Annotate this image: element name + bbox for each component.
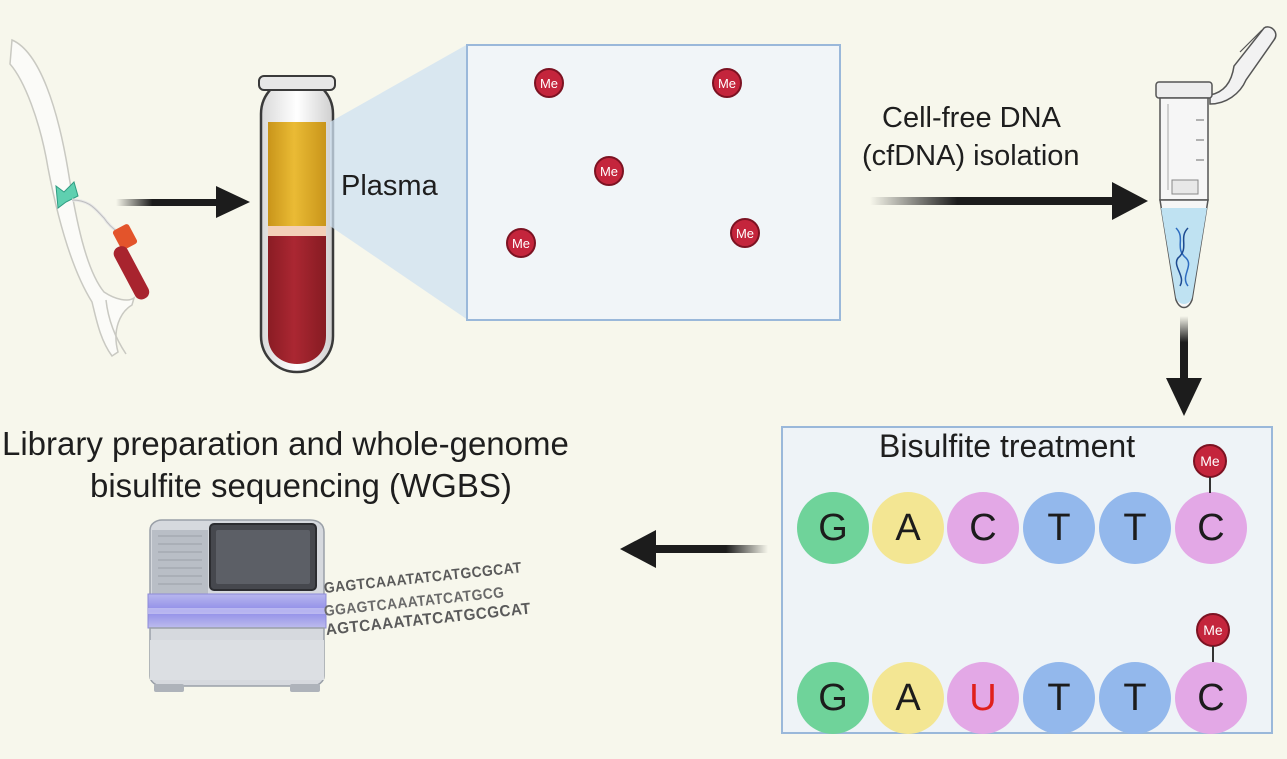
arrow-to-bisulfite — [1166, 316, 1202, 416]
plasma-label: Plasma — [341, 170, 438, 202]
microcentrifuge-tube — [1155, 26, 1277, 309]
before-base-2: A — [872, 492, 944, 564]
methyl-tag-after: Me — [1196, 613, 1230, 647]
after-base-6: C — [1175, 662, 1247, 734]
arrow-draw-to-tube — [116, 186, 250, 218]
arm-illustration — [9, 38, 150, 358]
isolation-label-line2: (cfDNA) isolation — [862, 140, 1080, 172]
before-base-6: C — [1175, 492, 1247, 564]
methyl-tag-before: Me — [1193, 444, 1227, 478]
library-label-line1: Library preparation and whole-genome — [2, 425, 569, 462]
methyl-tag-frag-5: Me — [506, 228, 536, 258]
centrifuged-blood-tube — [258, 75, 336, 374]
methyl-tag-frag-6: Me — [730, 218, 760, 248]
sequencer-machine — [147, 519, 327, 692]
before-base-1: G — [797, 492, 869, 564]
arrow-to-cfdna-tube — [870, 182, 1148, 220]
after-base-5: T — [1099, 662, 1171, 734]
methyl-stem-after — [1212, 646, 1214, 662]
methyl-stem-before — [1209, 477, 1211, 493]
isolation-label-line1: Cell-free DNA — [882, 102, 1061, 134]
arrow-to-sequencing — [620, 530, 768, 568]
methyl-tag-frag-3: Me — [594, 156, 624, 186]
before-base-4: T — [1023, 492, 1095, 564]
after-base-1: G — [797, 662, 869, 734]
after-base-4: T — [1023, 662, 1095, 734]
before-base-3: C — [947, 492, 1019, 564]
after-base-3: U — [947, 662, 1019, 734]
zoom-projection — [330, 44, 468, 320]
methyl-tag-frag-1: Me — [534, 68, 564, 98]
bisulfite-title: Bisulfite treatment — [879, 428, 1136, 464]
library-label-line2: bisulfite sequencing (WGBS) — [90, 467, 512, 504]
methyl-tag-frag-2: Me — [712, 68, 742, 98]
plasma-zoom-panel — [466, 44, 841, 321]
after-base-2: A — [872, 662, 944, 734]
before-base-5: T — [1099, 492, 1171, 564]
